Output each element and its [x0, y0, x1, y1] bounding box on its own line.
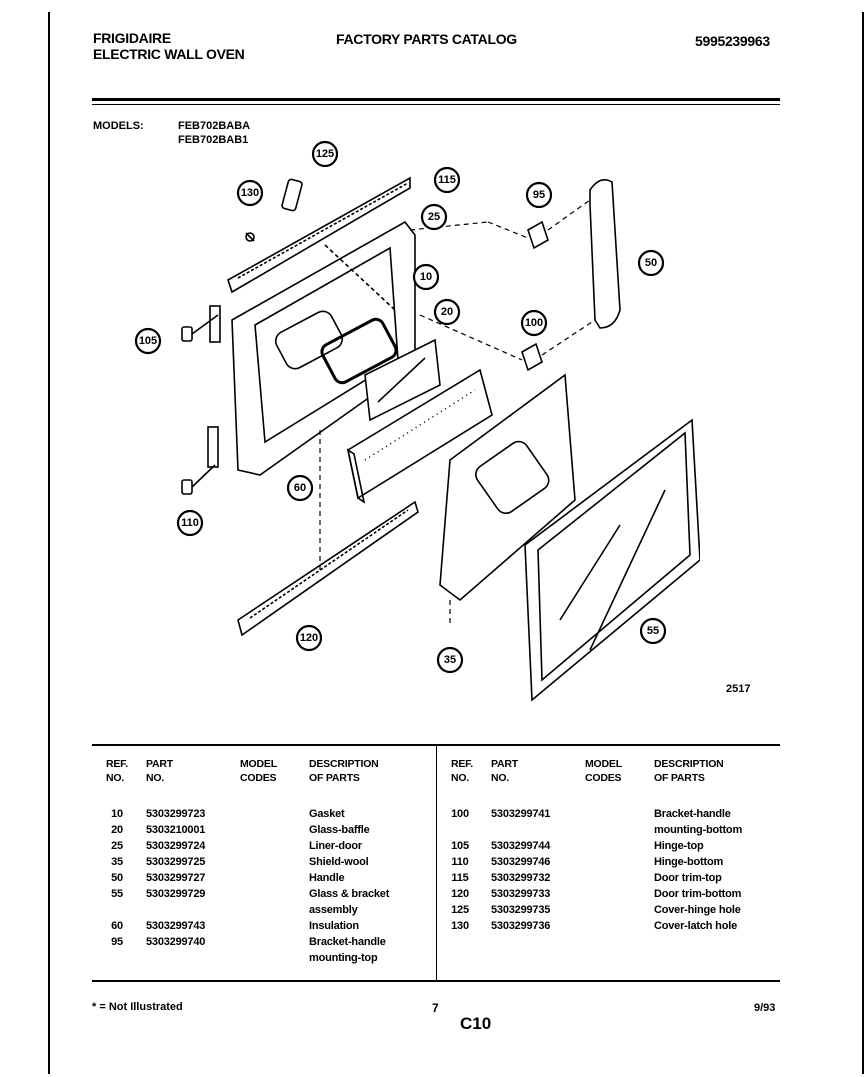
model-number-1: FEB702BABA: [178, 120, 251, 132]
header-part-left: PART NO.: [146, 758, 174, 784]
leader-lines: [319, 199, 596, 625]
brand-name: FRIGIDAIRE: [93, 30, 171, 46]
gasket-part: [320, 317, 398, 385]
svg-text:35: 35: [444, 654, 456, 666]
svg-text:60: 60: [294, 482, 306, 494]
header-ref-right: REF. NO.: [451, 758, 473, 784]
hinge-bottom-part: [181, 426, 219, 495]
header-desc-left: DESCRIPTION OF PARTS: [309, 758, 379, 784]
page-border: [48, 12, 864, 1074]
svg-text:115: 115: [438, 174, 456, 186]
shield-wool-part: [439, 373, 576, 602]
models-label: MODELS:: [93, 120, 144, 132]
header-ref-left: REF. NO.: [106, 758, 128, 784]
exploded-parts-diagram: 125 115 130 25 95 10 50 105 20 100 60 11…: [134, 140, 700, 702]
model-number-2: FEB702BAB1: [178, 134, 249, 146]
table-divider: [436, 744, 437, 982]
svg-text:10: 10: [420, 271, 432, 283]
callout-10: 10: [412, 263, 440, 291]
callout-35: 35: [436, 646, 464, 674]
svg-text:120: 120: [300, 632, 318, 644]
header-desc-right: DESCRIPTION OF PARTS: [654, 758, 724, 784]
callout-115: 115: [433, 166, 461, 194]
door-trim-top-part: [227, 176, 411, 294]
callout-130: 130: [236, 179, 264, 207]
header-model-right: MODEL CODES: [585, 758, 622, 784]
catalog-number: 5995239963: [695, 33, 770, 49]
page-number: 7: [432, 1001, 439, 1015]
svg-text:130: 130: [241, 187, 259, 199]
footnote: * = Not Illustrated: [92, 1001, 183, 1013]
callout-25: 25: [420, 203, 448, 231]
bracket-handle-top-part: [527, 220, 549, 250]
handle-part: [589, 179, 621, 329]
callout-120: 120: [295, 624, 323, 652]
callout-50: 50: [637, 249, 665, 277]
svg-text:125: 125: [316, 148, 334, 160]
glass-baffle-part: [364, 338, 441, 422]
callout-110: 110: [176, 509, 204, 537]
header-model-left: MODEL CODES: [240, 758, 277, 784]
svg-text:105: 105: [139, 335, 157, 347]
svg-text:20: 20: [441, 306, 453, 318]
bracket-handle-bottom-part: [521, 342, 543, 372]
header-rule-thin: [92, 104, 780, 105]
insulation-part: [346, 368, 493, 504]
header-part-right: PART NO.: [491, 758, 519, 784]
svg-text:25: 25: [428, 211, 440, 223]
callout-105: 105: [134, 327, 162, 355]
figure-number: 2517: [726, 683, 751, 695]
svg-text:50: 50: [645, 257, 657, 269]
callout-20: 20: [433, 298, 461, 326]
svg-text:95: 95: [533, 189, 545, 201]
svg-text:110: 110: [181, 517, 199, 529]
cover-latch-hole-part: [245, 232, 255, 242]
hinge-top-part: [181, 305, 221, 343]
cover-hinge-hole-part: [281, 178, 303, 212]
svg-text:55: 55: [647, 625, 659, 637]
callout-60: 60: [286, 474, 314, 502]
svg-text:100: 100: [525, 317, 543, 329]
catalog-title: FACTORY PARTS CATALOG: [336, 31, 517, 47]
header-rule-thick: [92, 98, 780, 101]
page-code: C10: [460, 1014, 492, 1033]
glass-bracket-assembly-part: [524, 418, 700, 702]
product-name: ELECTRIC WALL OVEN: [93, 46, 245, 62]
callout-95: 95: [525, 181, 553, 209]
callout-100: 100: [520, 309, 548, 337]
callout-55: 55: [639, 617, 667, 645]
door-trim-bottom-part: [237, 500, 419, 637]
callout-125: 125: [311, 140, 339, 168]
revision-date: 9/93: [754, 1002, 776, 1014]
